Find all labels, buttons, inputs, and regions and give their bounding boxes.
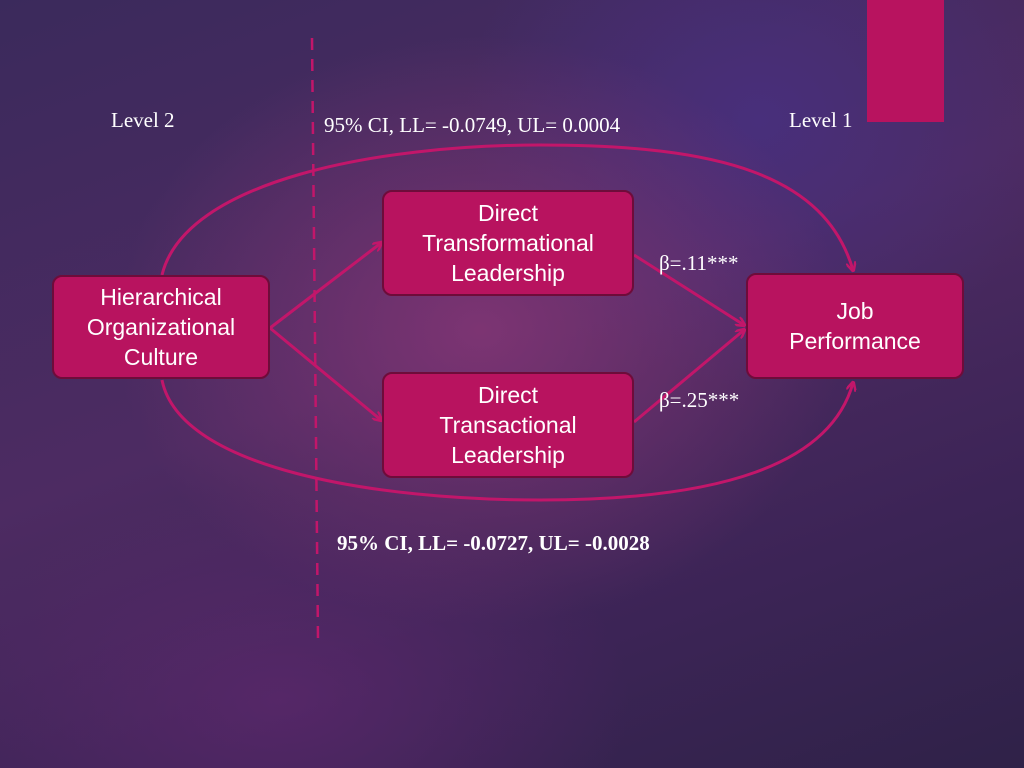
arc-bottom [160,379,853,502]
arrow-transformational-to-job [633,253,744,325]
node-direct-transformational: Direct Transformational Leadership [382,190,634,296]
arc-top [160,143,853,276]
accent-bar [867,0,944,122]
level-1-label: Level 1 [789,108,853,132]
ci-top-label: 95% CI, LL= -0.0749, UL= 0.0004 [324,113,621,137]
level-divider-line [310,37,320,641]
node-hierarchical-culture: Hierarchical Organizational Culture [52,275,270,379]
arrow-culture-to-transactional [269,326,381,420]
ci-bottom-label: 95% CI, LL= -0.0727, UL= -0.0028 [337,531,650,555]
arrow-culture-to-transformational [269,243,381,330]
beta-bottom-label: β=.25*** [659,388,740,412]
arrow-transactional-to-job [633,330,744,424]
node-direct-transactional: Direct Transactional Leadership [382,372,634,478]
beta-top-label: β=.11*** [659,251,739,275]
node-job-performance: Job Performance [746,273,964,379]
level-2-label: Level 2 [111,108,175,132]
